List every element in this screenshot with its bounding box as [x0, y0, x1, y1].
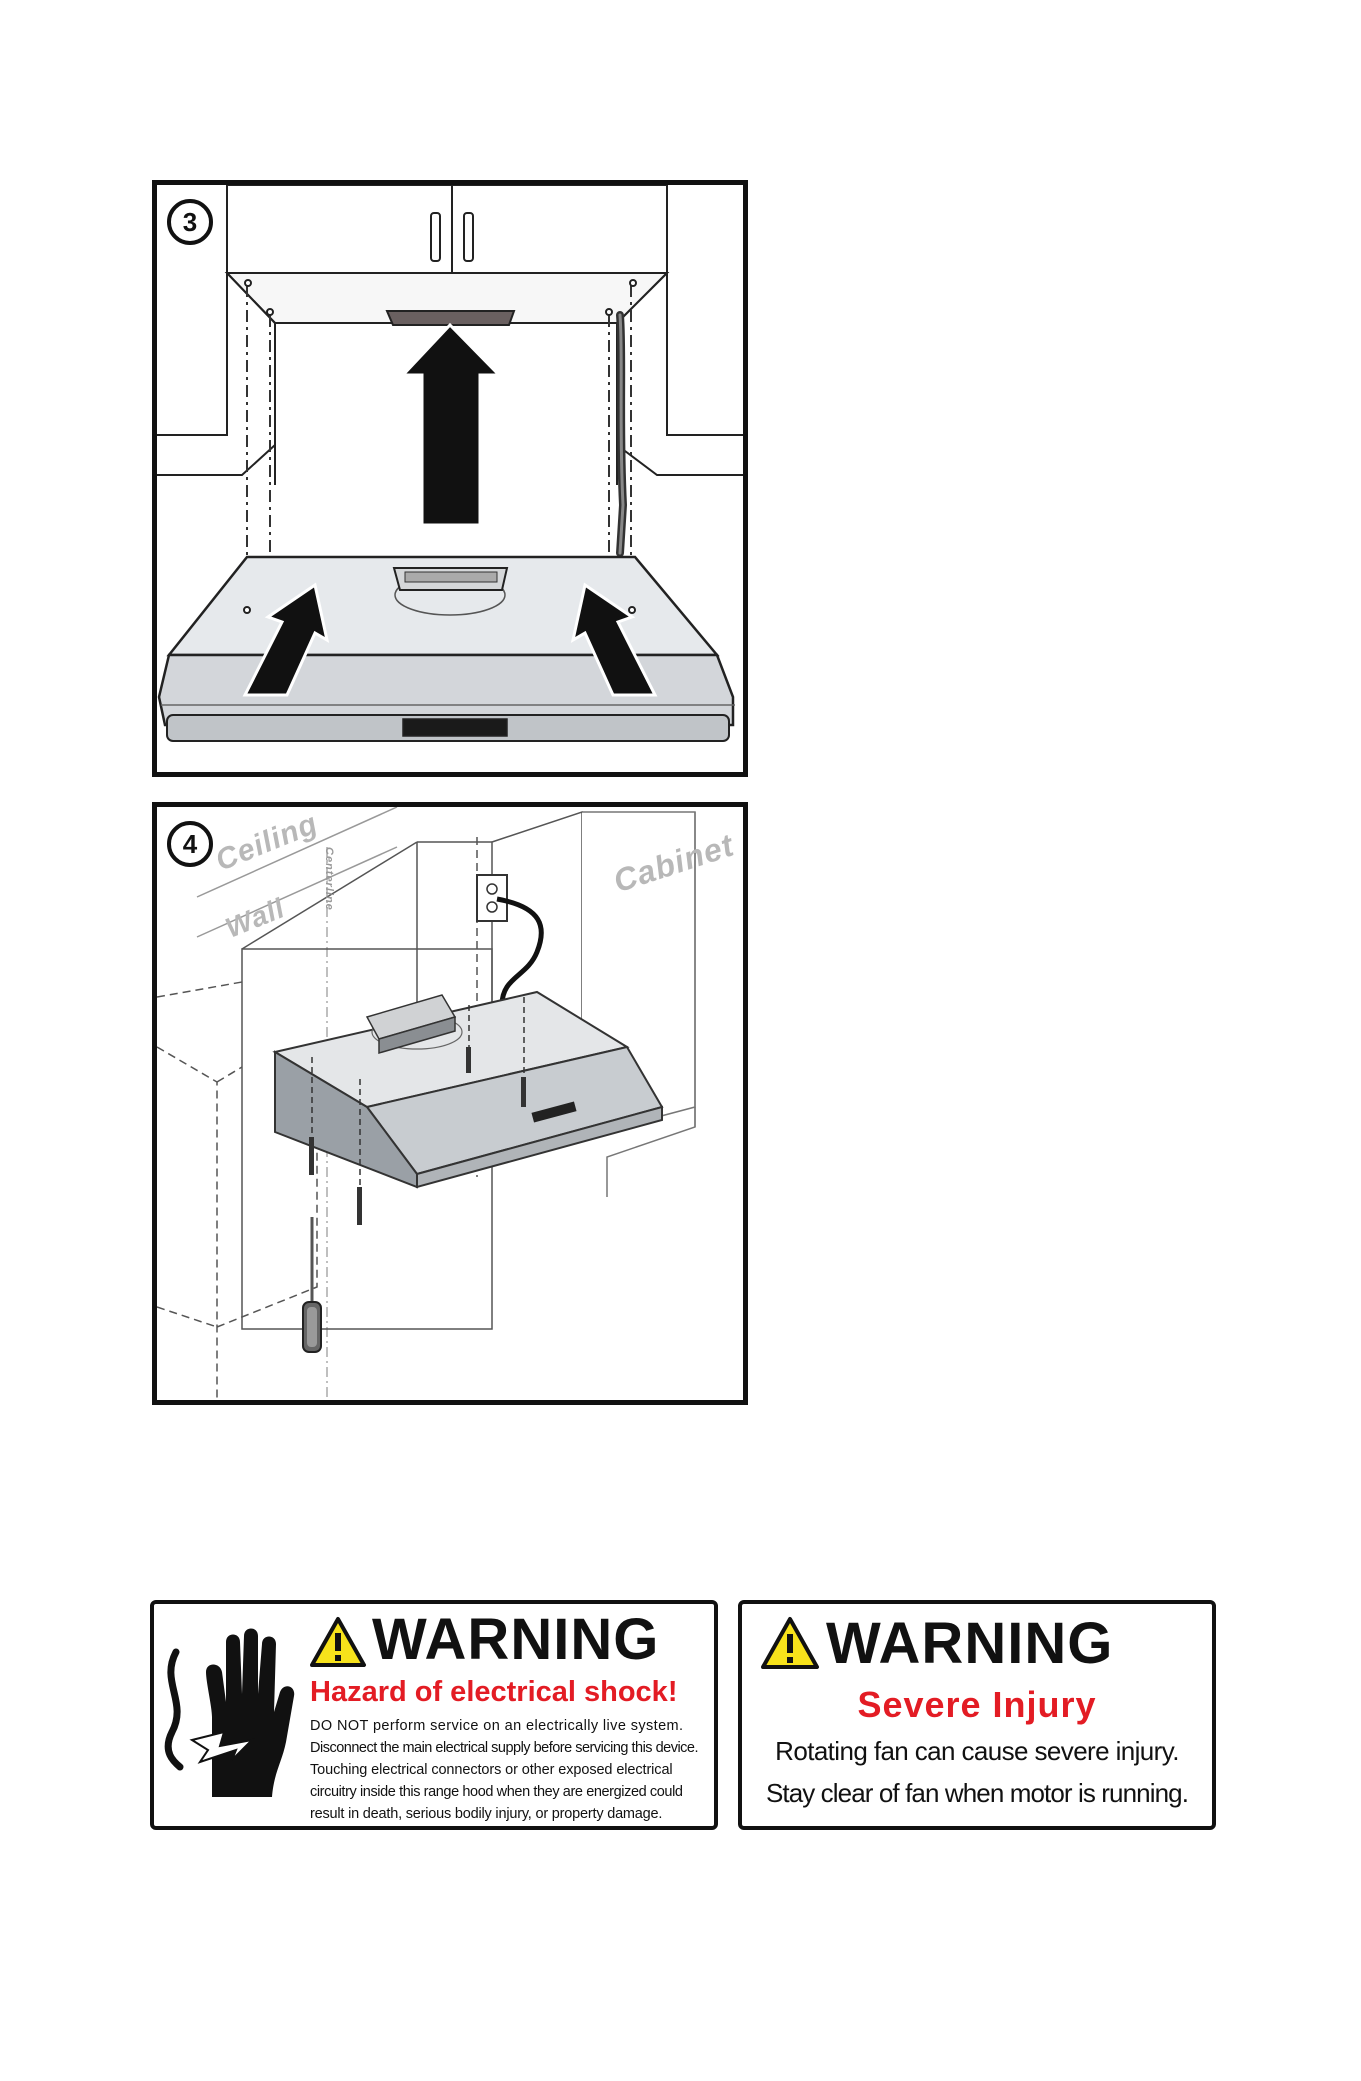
warning-body-line: Touching electrical connectors or other … [310, 1762, 673, 1778]
electrical-shock-warning-label: WARNING Hazard of electrical shock! DO N… [150, 1600, 718, 1830]
warning-body-line: DO NOT perform service on an electricall… [310, 1718, 684, 1734]
warning-triangle-icon [761, 1617, 819, 1669]
range-hood-lift-diagram [157, 185, 743, 742]
vent-opening [385, 310, 516, 326]
step-number-badge: 3 [167, 199, 213, 245]
control-panel [402, 718, 508, 737]
centerline-label: Centerline [323, 847, 335, 911]
warning-subtitle: Severe Injury [857, 1684, 1097, 1725]
warning-title: WARNING [826, 1611, 1114, 1676]
upper-cabinet [226, 185, 668, 274]
warning-title: WARNING [372, 1607, 660, 1672]
range-hood-front [157, 653, 735, 727]
wall-outlet [476, 874, 508, 922]
warning-body-line: Stay clear of fan when motor is running. [765, 1778, 1189, 1808]
push-arrow-right [570, 582, 658, 697]
lift-up-arrow [399, 322, 503, 527]
step-3-illustration: 3 [152, 180, 748, 777]
electric-shock-hand-icon [164, 1628, 295, 1797]
warning-body-line: circuitry inside this range hood when th… [310, 1784, 683, 1800]
cabinet-handle-left [430, 212, 441, 262]
warning-body-line: result in death, serious bodily injury, … [310, 1806, 663, 1822]
warning-body-line: Disconnect the main electrical supply be… [310, 1740, 699, 1756]
warning-triangle-icon [310, 1617, 366, 1667]
push-arrow-left [242, 582, 330, 697]
warning-subtitle: Hazard of electrical shock! [310, 1676, 678, 1708]
power-plug-cord [496, 896, 544, 1006]
severe-injury-warning-label: WARNING Severe Injury Rotating fan can c… [738, 1600, 1216, 1830]
step-number-badge: 4 [167, 821, 213, 867]
step-4-illustration: 4 Ceiling Wall Cabinet Centerline [152, 802, 748, 1405]
warning-body-line: Rotating fan can cause severe injury. [775, 1736, 1179, 1766]
range-hood-mounting-diagram [157, 807, 696, 1400]
cabinet-handle-right [463, 212, 474, 262]
hood-control-panel [531, 1101, 577, 1123]
